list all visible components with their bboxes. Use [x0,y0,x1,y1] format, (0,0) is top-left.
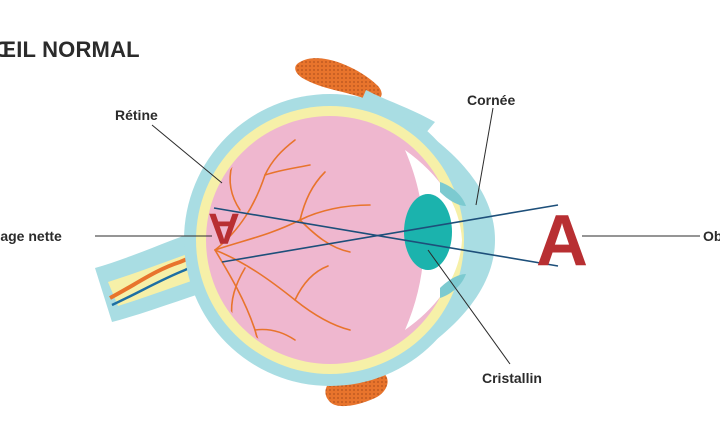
lens [404,194,452,270]
label-cornea: Cornée [467,92,515,108]
page-title: ŒIL NORMAL [0,37,140,62]
sclera [184,94,495,386]
light-rays [213,204,559,267]
image-letter: A [208,204,240,253]
leader-lines [95,107,700,365]
object-letter: A [536,201,588,281]
label-lens: Cristallin [482,370,542,386]
label-sharp-image: Image nette [0,228,62,244]
label-object: Objet [703,228,720,244]
label-retina: Rétine [115,107,158,123]
